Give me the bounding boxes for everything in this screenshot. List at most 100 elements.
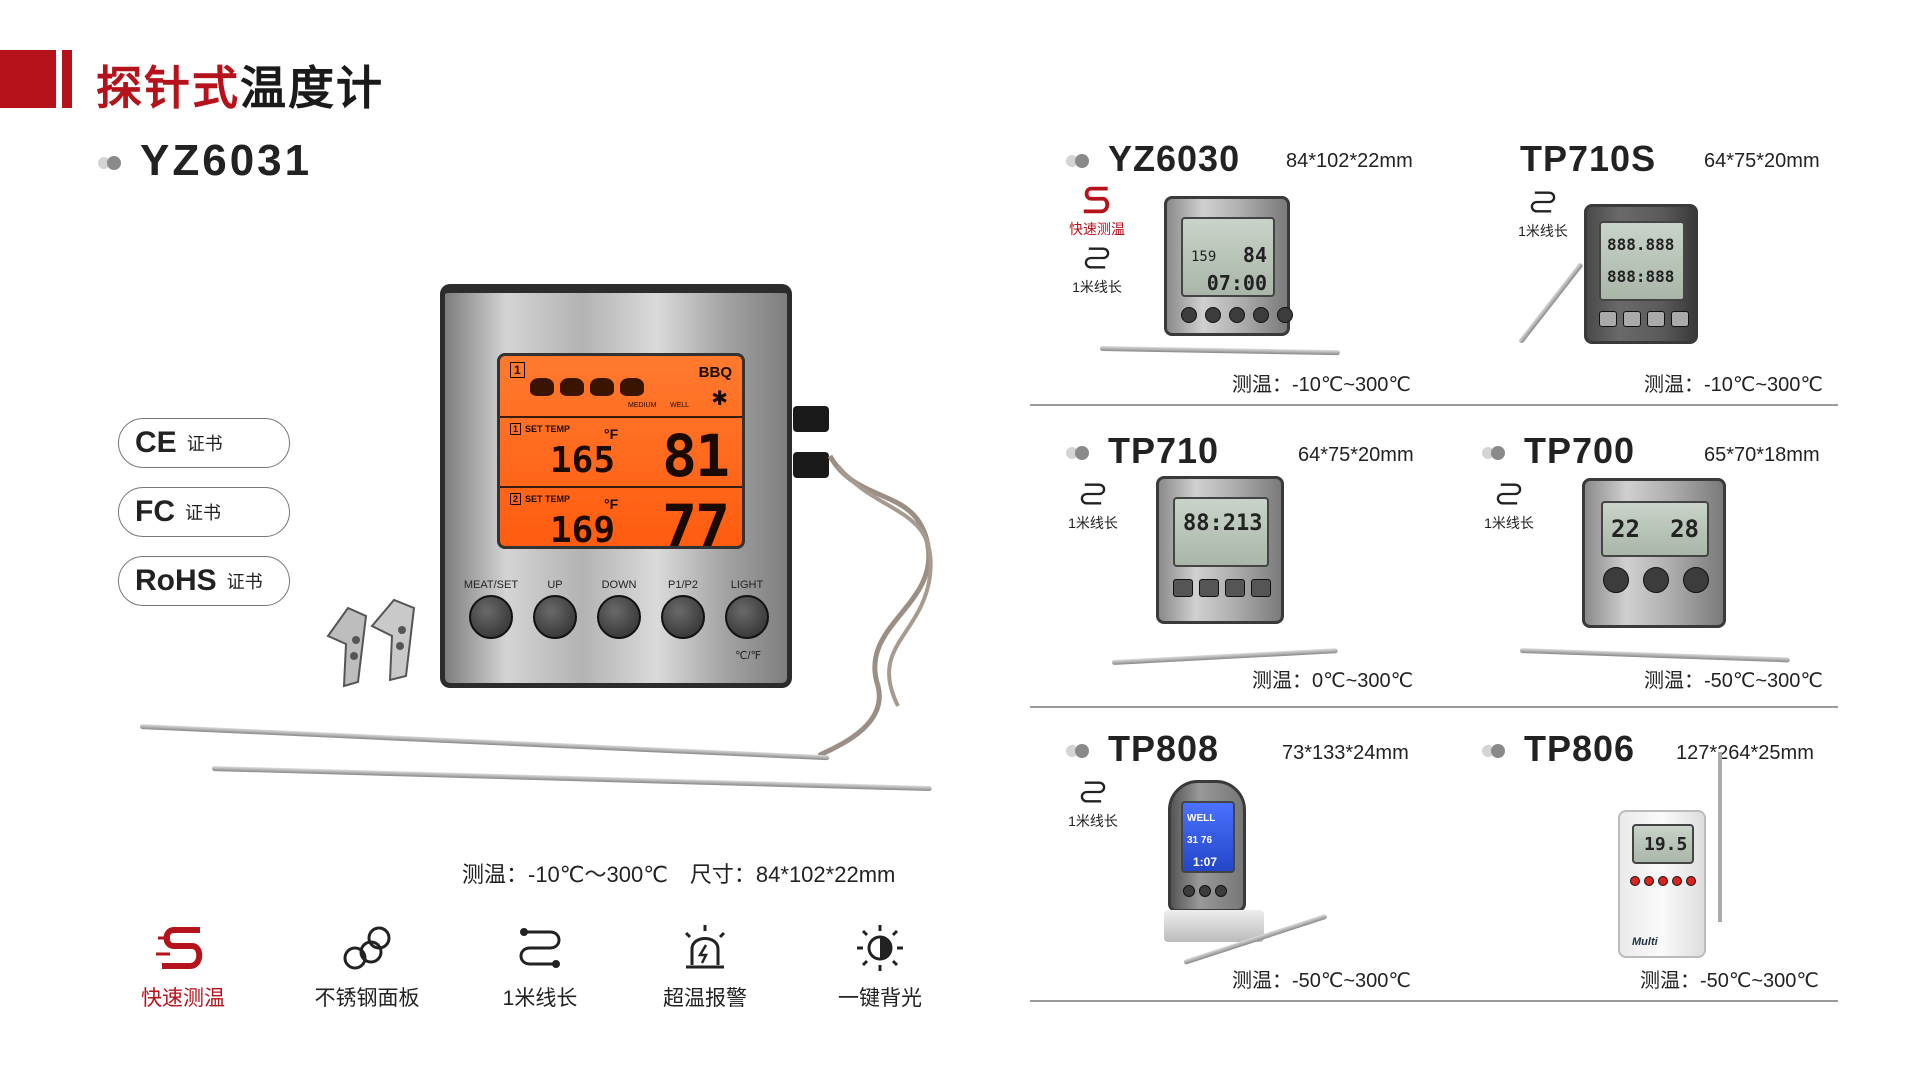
- tp710s-probe: [1518, 262, 1584, 345]
- tp808-buttons: [1183, 885, 1227, 897]
- probe-rod-1: [139, 724, 830, 761]
- pig-icon: [530, 378, 554, 396]
- bullet-dots-icon: [1482, 744, 1512, 759]
- beef-icon: [620, 378, 644, 396]
- tag-cable: 1米线长: [1062, 244, 1132, 297]
- bullet-dots-icon: [98, 156, 128, 171]
- button-cap: [533, 595, 577, 639]
- bullet-dots-icon: [1482, 446, 1512, 461]
- cert-rohs-badge: RoHS 证书: [118, 556, 290, 606]
- button-label: DOWN: [601, 579, 637, 591]
- product-tp808-title: TP808: [1066, 728, 1219, 770]
- ce-mark-icon: CE: [135, 426, 177, 459]
- lcd-p2-temp-value: 77: [662, 492, 730, 549]
- tp710s-buttons: [1599, 311, 1689, 327]
- product-model: TP710: [1108, 430, 1220, 471]
- tp710-probe: [1111, 648, 1338, 665]
- cert-ce-badge: CE 证书: [118, 418, 290, 468]
- row-divider: [1030, 706, 1838, 708]
- flame-icon: ✱: [711, 388, 728, 410]
- lcd-meat-row: 1 MEDIUM WELL BBQ ✱: [500, 356, 742, 416]
- set-temp-text: SET TEMP: [525, 424, 571, 434]
- screen-value: 19.5: [1644, 834, 1688, 855]
- screen-value: 07:00: [1206, 271, 1267, 295]
- feature-label: 1米线长: [502, 987, 578, 1010]
- cable-icon: [1080, 781, 1106, 803]
- screen-value: 84: [1242, 243, 1267, 267]
- alarm-icon: [684, 925, 726, 969]
- tp710-buttons: [1173, 579, 1271, 597]
- lcd-bbq-label: BBQ: [698, 364, 732, 381]
- tp710-screen: 88:213: [1173, 497, 1269, 567]
- tp808-device: WELL 31 76 1:07: [1168, 780, 1246, 912]
- fcc-mark-icon: FC: [135, 495, 175, 528]
- row-divider: [1030, 404, 1838, 406]
- product-model: TP806: [1524, 728, 1636, 769]
- product-model: TP808: [1108, 728, 1220, 769]
- cable-icon: [1496, 483, 1522, 505]
- fast-measure-icon: [1083, 186, 1110, 214]
- probe-jack-1: [793, 406, 829, 432]
- meat-set-button: MEAT/SET: [464, 579, 518, 639]
- tag-label: 1米线长: [1518, 223, 1568, 239]
- lcd-p2-set-value: 169: [550, 510, 616, 549]
- product-model: TP710S: [1520, 138, 1657, 179]
- stainless-panel-icon: [343, 926, 391, 970]
- cert-label: 证书: [185, 503, 221, 523]
- tp806-device: 19.5 Multi: [1618, 810, 1706, 958]
- cert-label: 证书: [226, 572, 263, 592]
- tp700-buttons: [1603, 567, 1709, 593]
- feature-label: 一键背光: [838, 987, 922, 1010]
- product-dimension: 73*133*24mm: [1282, 742, 1409, 764]
- cf-toggle-label: ℃/℉: [735, 650, 761, 662]
- page-title-red: 探针式: [96, 62, 240, 114]
- tp806-screen: 19.5: [1632, 824, 1694, 864]
- feature-backlight: 一键背光: [815, 920, 945, 1012]
- main-model-name: YZ6031: [140, 136, 313, 185]
- button-label: LIGHT: [730, 579, 764, 591]
- product-tp700-title: TP700: [1482, 430, 1635, 472]
- fast-measure-icon: [156, 927, 203, 969]
- lcd-unit: °F: [604, 426, 619, 442]
- down-button: DOWN: [597, 579, 641, 639]
- tp808-stand: [1164, 910, 1264, 942]
- screen-value: 1:07: [1193, 855, 1218, 869]
- yz6030-buttons: [1181, 307, 1293, 323]
- probe-rod-2: [211, 766, 932, 792]
- bullet-dots-icon: [1066, 446, 1096, 461]
- yz6030-screen: 159 84 07:00: [1181, 217, 1275, 297]
- product-dimension: 64*75*20mm: [1298, 444, 1414, 466]
- lamb-icon: [590, 378, 614, 396]
- cable-icon: [1080, 483, 1106, 505]
- tag-cable: 1米线长: [1508, 188, 1578, 241]
- button-cap: [597, 595, 641, 639]
- row-divider: [1030, 1000, 1838, 1002]
- page-title-black: 温度计: [240, 62, 384, 114]
- button-label: UP: [547, 579, 563, 591]
- rohs-mark-icon: RoHS: [135, 564, 217, 597]
- tag-fast-measure: 快速测温: [1062, 186, 1132, 239]
- yz6030-probe: [1099, 346, 1341, 356]
- meat-type-icons: [530, 368, 700, 406]
- light-button: LIGHT: [725, 579, 769, 639]
- tag-label: 快速测温: [1069, 221, 1125, 237]
- tp710s-device: 888.888 888:888: [1584, 204, 1698, 344]
- probe-cable-icon: [818, 454, 933, 759]
- backlight-icon: [857, 925, 903, 971]
- product-model: YZ6030: [1108, 138, 1241, 179]
- tp808-screen: WELL 31 76 1:07: [1181, 801, 1235, 873]
- screen-value: 888:888: [1607, 267, 1675, 286]
- tag-label: 1米线长: [1068, 813, 1118, 829]
- feature-stainless-panel: 不锈钢面板: [302, 920, 432, 1012]
- screen-value: 31 76: [1187, 835, 1213, 846]
- product-tp710s-title: TP710S: [1520, 138, 1656, 180]
- tag-cable: 1米线长: [1058, 778, 1128, 831]
- main-spec-text: 测温：-10℃～300℃ 尺寸：84*102*22mm: [462, 862, 896, 887]
- button-cap: [469, 595, 513, 639]
- tp710s-screen: 888.888 888:888: [1599, 221, 1685, 301]
